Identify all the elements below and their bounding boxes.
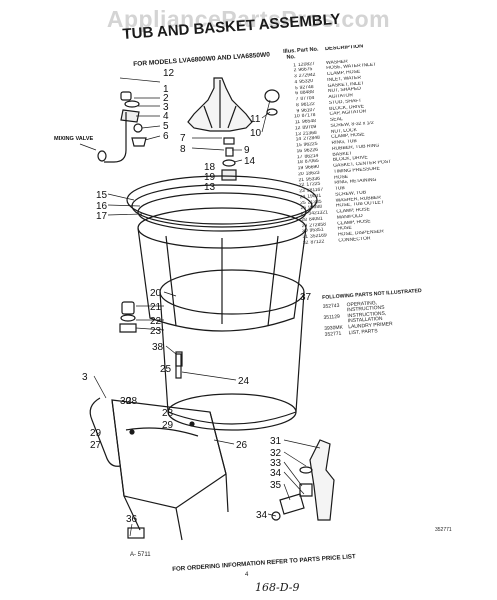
callout-12: 12 (163, 68, 175, 79)
base-drawing (89, 397, 229, 541)
callout-labels: 12 2 3 4 5 6 7 8 9 14 11 10 1 15 16 17 2… (54, 68, 312, 525)
callout-25: 25 (160, 364, 172, 375)
tub-drawing (159, 269, 305, 431)
callout-21: 21 (150, 302, 162, 313)
tub-ring-drawing (126, 175, 318, 232)
basket-drawing (137, 207, 307, 332)
callout-33: 33 (270, 458, 282, 469)
callout-14: 14 (244, 156, 256, 167)
callout-19: 19 (204, 172, 216, 183)
callout-7: 7 (180, 133, 186, 144)
callout-31: 31 (270, 436, 282, 447)
outlet-parts-drawing (271, 439, 335, 521)
callout-37: 37 (300, 292, 312, 303)
callout-35: 35 (270, 480, 282, 491)
handwritten-note: 168-D-9 (255, 581, 300, 594)
callout-17: 17 (96, 211, 108, 222)
callout-1: 1 (163, 84, 169, 95)
callout-29: 29 (90, 428, 102, 439)
agitator-drawing (187, 77, 253, 132)
watermark: AppliancePartsPros.com (106, 6, 391, 32)
callout-13: 13 (204, 182, 216, 193)
callout-38: 38 (152, 342, 164, 353)
callout-5: 5 (163, 121, 169, 132)
callout-9: 9 (244, 145, 250, 156)
callout-28: 28 (126, 396, 138, 407)
callout-24: 24 (238, 376, 250, 387)
callout-36: 36 (126, 514, 138, 525)
page-number: 4 (245, 572, 249, 578)
callout-22: 22 (150, 316, 162, 327)
callout-2: 2 (163, 93, 169, 104)
callout-4: 4 (163, 111, 169, 122)
diagram-code: A- 5711 (130, 552, 151, 558)
callout-26: 26 (236, 440, 248, 451)
callout-34: 34 (270, 468, 282, 479)
callout-16: 16 (96, 201, 108, 212)
diagram-code-right: 352771 (435, 527, 452, 533)
callout-27: 27 (90, 440, 102, 451)
callout-29b: 29 (162, 420, 174, 431)
callout-6: 6 (163, 131, 169, 142)
callout-18: 18 (204, 162, 216, 173)
inlet-parts-drawing (97, 91, 147, 163)
callout-20: 20 (150, 288, 162, 299)
callout-3: 3 (163, 102, 169, 113)
mixing-valve-label: MIXING VALVE (54, 136, 94, 142)
leader-lines (79, 77, 321, 537)
callout-15: 15 (96, 190, 108, 201)
callout-30: 30 (120, 396, 132, 407)
callout-11: 11 (250, 114, 261, 125)
callout-32: 32 (270, 448, 282, 459)
callout-10: 10 (250, 128, 262, 139)
callout-3b: 3 (82, 372, 88, 383)
callout-28b: 28 (162, 408, 174, 419)
callout-34b: 34 (256, 510, 268, 521)
pressure-parts-drawing (119, 301, 183, 367)
callout-23: 23 (150, 326, 162, 337)
callout-8: 8 (180, 144, 186, 155)
